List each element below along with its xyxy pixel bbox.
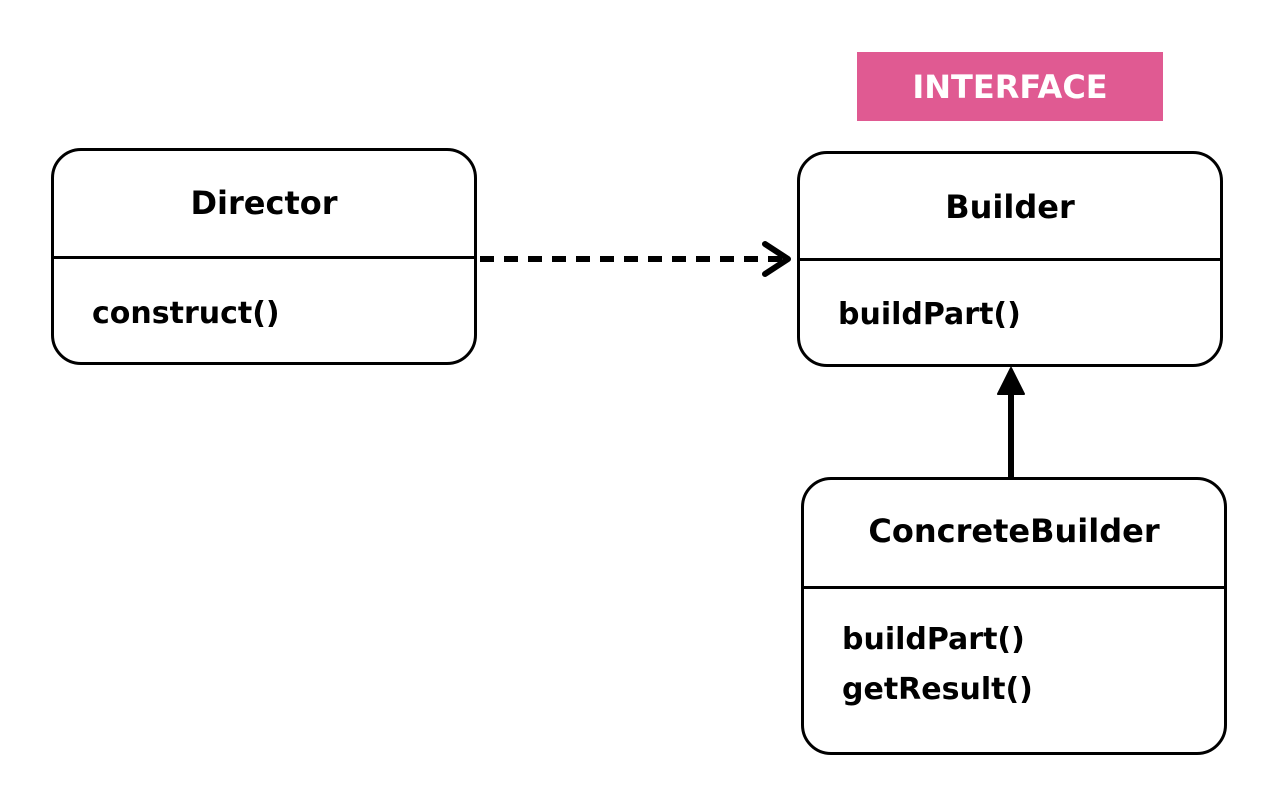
realization-arrowhead	[997, 367, 1025, 395]
method-build-part: buildPart()	[842, 622, 1025, 657]
director-class-box: Director construct()	[51, 148, 477, 365]
dependency-arrowhead	[762, 241, 791, 277]
concrete-builder-class-name: ConcreteBuilder	[868, 512, 1160, 550]
director-methods: construct()	[92, 289, 280, 339]
builder-class-name: Builder	[945, 188, 1075, 226]
builder-divider	[800, 258, 1220, 261]
concrete-builder-class-box: ConcreteBuilder buildPart() getResult()	[801, 477, 1227, 755]
method-construct: construct()	[92, 296, 280, 331]
concrete-builder-divider	[804, 586, 1224, 589]
director-divider	[54, 256, 474, 259]
interface-stereotype-tag: INTERFACE	[857, 52, 1163, 121]
method-get-result: getResult()	[842, 672, 1033, 707]
method-build-part: buildPart()	[838, 297, 1021, 332]
director-class-name: Director	[190, 184, 338, 222]
builder-class-box: Builder buildPart()	[797, 151, 1223, 367]
concrete-builder-methods: buildPart() getResult()	[842, 615, 1033, 715]
builder-methods: buildPart()	[838, 290, 1021, 340]
